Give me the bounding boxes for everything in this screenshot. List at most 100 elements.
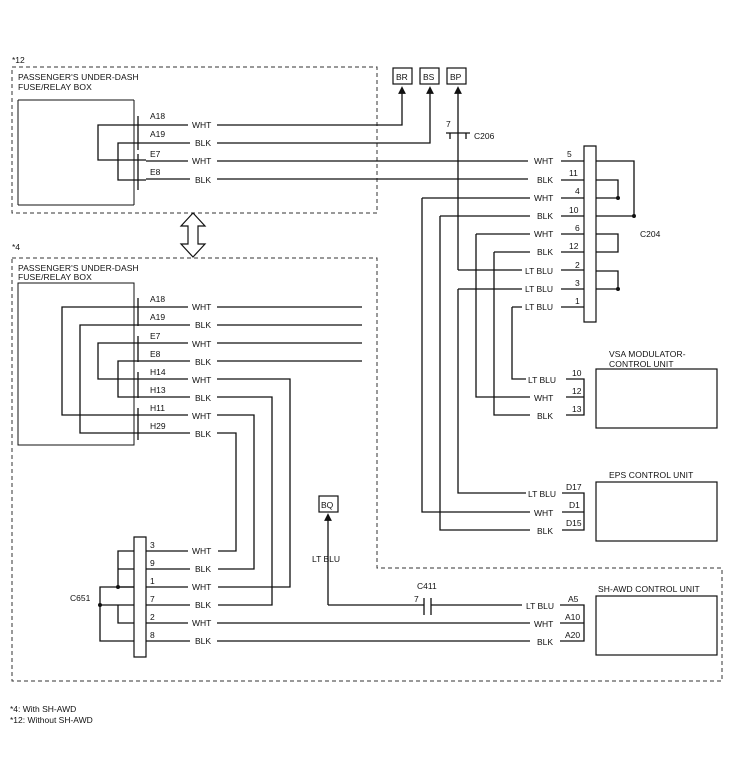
svg-text:1: 1 <box>150 576 155 586</box>
svg-text:WHT: WHT <box>192 156 211 166</box>
svg-text:WHT: WHT <box>534 156 553 166</box>
c651-splice-1 <box>116 585 120 589</box>
c204-pin-1: 1 LT BLU <box>525 296 580 312</box>
svg-text:BLK: BLK <box>537 211 553 221</box>
svg-text:D17: D17 <box>566 482 582 492</box>
svg-text:D15: D15 <box>566 518 582 528</box>
svg-text:E7: E7 <box>150 149 161 159</box>
svg-text:10: 10 <box>572 368 582 378</box>
c651-connector-body <box>133 536 147 658</box>
wire-a18-to-br <box>146 90 402 126</box>
connector-br: BR <box>392 67 413 85</box>
c204-label: C204 <box>640 229 661 239</box>
region-without-shawd <box>11 66 378 214</box>
vsa-title-2: CONTROL UNIT <box>609 359 674 369</box>
wire-c204-6-to-vsa-12 <box>475 234 530 398</box>
c204-jumper-b <box>596 179 619 199</box>
svg-text:BS: BS <box>423 72 435 82</box>
fuse-box-4-outline <box>17 282 135 446</box>
fuse-box-12-pin-e7: E7 WHT <box>150 149 211 166</box>
connector-bp: BP <box>446 67 467 85</box>
svg-text:BLK: BLK <box>195 600 211 610</box>
c204-splice-2 <box>632 214 636 218</box>
footnote-with-shawd: *4: With SH-AWD <box>10 704 76 714</box>
bq-wire-color: LT BLU <box>312 554 340 564</box>
svg-text:WHT: WHT <box>192 546 211 556</box>
region-with-shawd <box>11 257 723 682</box>
shawd-connector <box>560 604 585 642</box>
fuse-box-12-jumper-2 <box>117 142 146 181</box>
fuse-box-12-pin-a18: A18 WHT <box>150 111 211 130</box>
svg-text:7: 7 <box>150 594 155 604</box>
svg-text:BLK: BLK <box>537 175 553 185</box>
connector-bq: BQ <box>318 495 339 513</box>
svg-text:WHT: WHT <box>192 120 211 130</box>
svg-text:A20: A20 <box>565 630 580 640</box>
c204-jumper-c <box>596 233 619 253</box>
wire-h11-to-c651-9 <box>146 414 255 570</box>
c651-label: C651 <box>70 593 91 603</box>
svg-text:WHT: WHT <box>192 411 211 421</box>
svg-text:WHT: WHT <box>534 508 553 518</box>
svg-text:WHT: WHT <box>192 582 211 592</box>
vsa-connector <box>566 378 585 416</box>
svg-text:LT BLU: LT BLU <box>525 302 553 312</box>
fuse-box-12-title-1: PASSENGER'S UNDER-DASH <box>18 72 139 82</box>
svg-text:LT BLU: LT BLU <box>525 266 553 276</box>
c651-stubs <box>146 550 190 606</box>
svg-text:13: 13 <box>572 404 582 414</box>
svg-text:10: 10 <box>569 205 579 215</box>
c651-jumper-1 <box>117 550 134 588</box>
svg-text:A10: A10 <box>565 612 580 622</box>
eps-control-unit-box <box>595 481 718 542</box>
c411-label: C411 <box>417 581 437 591</box>
c204-jumper-a <box>596 160 635 217</box>
fuse-box-4-jumper-3 <box>97 342 146 380</box>
svg-text:2: 2 <box>150 612 155 622</box>
wire-c204-1-to-vsa-10 <box>511 307 526 380</box>
svg-text:A19: A19 <box>150 129 165 139</box>
c204-pin-2: 2 LT BLU <box>525 260 580 276</box>
c651-jumper-2 <box>99 586 134 642</box>
svg-text:2: 2 <box>575 260 580 270</box>
svg-text:BLK: BLK <box>195 393 211 403</box>
svg-text:WHT: WHT <box>192 302 211 312</box>
wire-h14-to-c651-1 <box>146 378 291 588</box>
svg-text:A18: A18 <box>150 111 165 121</box>
fuse-box-4-jumper-2 <box>79 324 146 434</box>
fuse-box-4-title-1: PASSENGER'S UNDER-DASH <box>18 263 139 273</box>
svg-text:BLK: BLK <box>537 247 553 257</box>
svg-text:WHT: WHT <box>192 375 211 385</box>
svg-text:E8: E8 <box>150 349 161 359</box>
svg-text:1: 1 <box>575 296 580 306</box>
connector-bs: BS <box>419 67 440 85</box>
c204-stubs-top <box>561 160 584 181</box>
c651-jumper-3 <box>117 605 134 624</box>
fuse-box-12-outline <box>17 99 135 206</box>
svg-text:BLK: BLK <box>537 411 553 421</box>
fuse-box-12-pin-e8: E8 BLK <box>150 167 211 185</box>
shawd-title: SH-AWD CONTROL UNIT <box>598 584 700 594</box>
svg-text:E7: E7 <box>150 331 161 341</box>
svg-text:WHT: WHT <box>534 619 553 629</box>
svg-text:A5: A5 <box>568 594 579 604</box>
wire-h13-to-c651-7 <box>146 396 273 606</box>
c206-pin: 7 <box>446 119 451 129</box>
svg-text:BLK: BLK <box>195 564 211 574</box>
svg-text:3: 3 <box>150 540 155 550</box>
svg-text:A18: A18 <box>150 294 165 304</box>
